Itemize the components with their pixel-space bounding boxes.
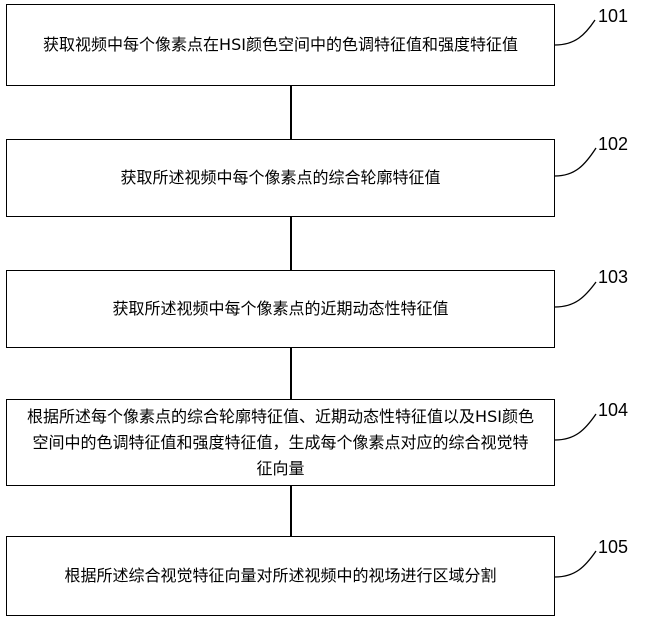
step-text-104: 根据所述每个像素点的综合轮廓特征值、近期动态性特征值以及HSI颜色空间中的色调特… [25,404,536,482]
leader-line-105 [555,551,596,577]
step-text-101: 获取视频中每个像素点在HSI颜色空间中的色调特征值和强度特征值 [43,32,518,58]
connector-102-103 [290,217,292,270]
step-box-104: 根据所述每个像素点的综合轮廓特征值、近期动态性特征值以及HSI颜色空间中的色调特… [6,399,555,486]
leader-line-103 [555,282,596,307]
step-box-102: 获取所述视频中每个像素点的综合轮廓特征值 [6,139,555,217]
connector-103-104 [290,348,292,399]
step-label-104: 104 [598,400,628,421]
leader-line-102 [555,148,596,176]
step-box-105: 根据所述综合视觉特征向量对所述视频中的视场进行区域分割 [6,536,555,616]
leader-line-104 [555,414,596,440]
step-label-102: 102 [598,134,628,155]
connector-104-105 [290,486,292,536]
step-box-101: 获取视频中每个像素点在HSI颜色空间中的色调特征值和强度特征值 [6,4,555,86]
connector-101-102 [290,86,292,139]
step-box-103: 获取所述视频中每个像素点的近期动态性特征值 [6,270,555,348]
step-label-103: 103 [598,267,628,288]
step-label-101: 101 [598,6,628,27]
step-text-103: 获取所述视频中每个像素点的近期动态性特征值 [112,296,448,322]
step-text-102: 获取所述视频中每个像素点的综合轮廓特征值 [120,165,440,191]
step-text-105: 根据所述综合视觉特征向量对所述视频中的视场进行区域分割 [64,563,496,589]
leader-line-101 [555,20,595,45]
step-label-105: 105 [598,537,628,558]
